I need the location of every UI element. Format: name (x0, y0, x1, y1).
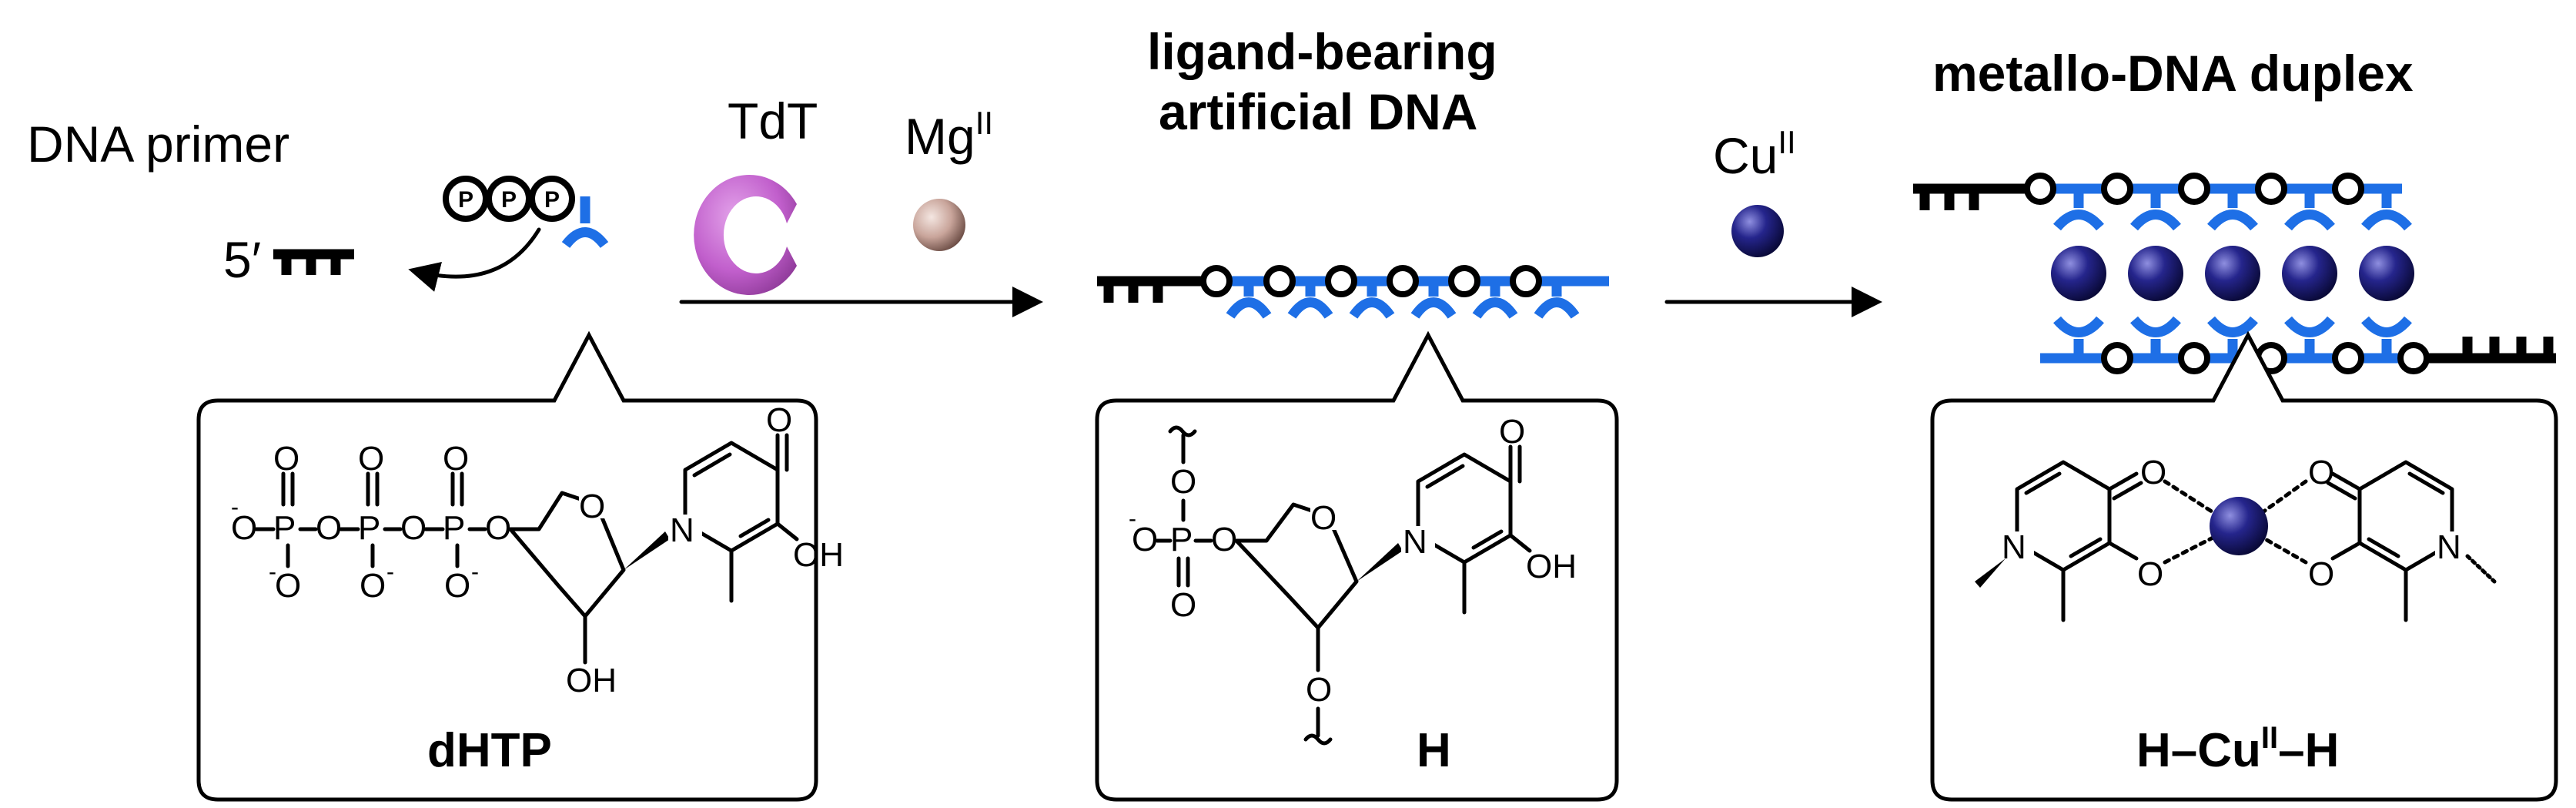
atom-label: N (1403, 523, 1427, 561)
charge-label: - (231, 495, 239, 520)
h-structure: O O - P O O O O N O OH (1129, 413, 1577, 746)
atom-label: O (444, 567, 470, 605)
metallo-dna-duplex (1913, 173, 2556, 374)
atom-label: O (1499, 413, 1525, 451)
h-callout-box (1095, 330, 1619, 802)
dna-primer-strand (273, 249, 354, 275)
charge-label: - (386, 559, 394, 585)
tdt-label: TdT (728, 92, 818, 149)
atom-label: P (273, 509, 296, 547)
atom-label: O (360, 567, 386, 605)
atom-label: O (1170, 586, 1196, 624)
h-cu-h-name-label: H–CuII–H (2136, 721, 2339, 777)
incorporation-arrow (408, 227, 541, 292)
atom-label: O (1132, 521, 1158, 558)
ligand-bearing-dna-strand (1097, 265, 1609, 319)
dhtp-callout-box (196, 330, 818, 802)
charge-label: - (1129, 506, 1136, 531)
atom-label: O (1310, 499, 1337, 537)
atom-label: O (273, 440, 299, 478)
atom-label: OH (566, 662, 617, 699)
metallo-duplex-title: metallo-DNA duplex (1932, 45, 2414, 102)
cu-label: CuII (1713, 124, 1796, 184)
atom-label: O (443, 440, 469, 478)
atom-label: O (1306, 671, 1332, 709)
atom-label: N (670, 511, 694, 549)
charge-label: - (269, 559, 276, 585)
atom-label: P (358, 509, 380, 547)
phosphate-label: P (544, 187, 560, 213)
mg-label: MgII (905, 105, 993, 165)
atom-label: O (2137, 555, 2163, 593)
atom-label: O (1211, 521, 1237, 558)
atom-label: O (231, 509, 257, 547)
phosphate-label: P (501, 187, 517, 213)
atom-label: O (766, 401, 792, 439)
atom-label: OH (1526, 548, 1577, 585)
atom-label: P (1170, 521, 1193, 558)
h-cu-h-callout-box (1930, 330, 2558, 802)
atom-label: N (2437, 528, 2461, 566)
triphosphate-group: P P P (443, 176, 575, 222)
cu-ion-sphere (1731, 205, 1784, 257)
atom-label: P (443, 509, 465, 547)
h-cu-h-structure: N O O O O N (1975, 454, 2497, 622)
dna-primer-label: DNA primer (27, 116, 289, 173)
phosphate-label: P (458, 187, 473, 213)
atom-label: O (275, 567, 301, 605)
atom-label: O (316, 509, 342, 547)
atom-label: O (1170, 463, 1196, 501)
ligand-dna-title-line2: artificial DNA (1159, 83, 1477, 140)
five-prime-label: 5′ (223, 231, 261, 288)
h-name-label: H (1417, 724, 1451, 777)
atom-label: O (579, 488, 605, 525)
atom-label: O (2140, 454, 2166, 491)
atom-label: O (400, 509, 427, 547)
dhtp-name-label: dHTP (427, 724, 552, 777)
atom-label: O (2308, 555, 2334, 593)
mg-ion-sphere (913, 199, 965, 251)
ligand-nucleotide-icon (561, 196, 609, 249)
tdt-enzyme-icon (694, 175, 797, 295)
ligand-dna-title-line1: ligand-bearing (1147, 23, 1497, 80)
atom-label: O (358, 440, 384, 478)
atom-label: O (485, 509, 511, 547)
charge-label: - (471, 559, 479, 585)
atom-label: OH (793, 536, 844, 574)
atom-label: N (2002, 528, 2026, 566)
dhtp-structure: O - P O O - O P O O - O P O O - O O (231, 401, 844, 699)
